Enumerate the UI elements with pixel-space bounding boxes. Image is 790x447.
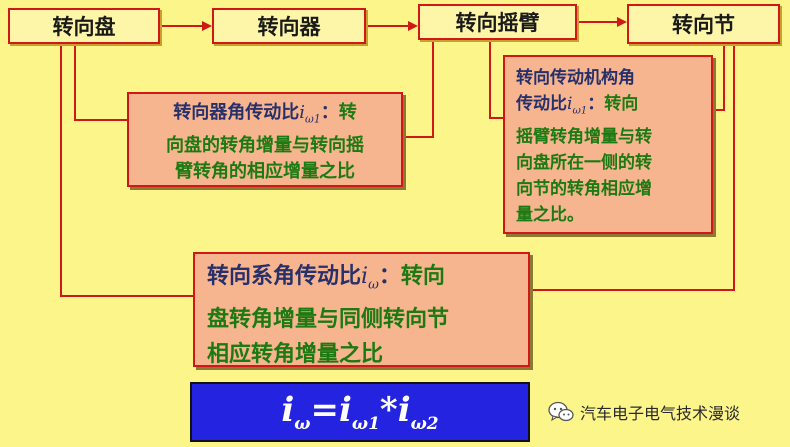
system-ratio-symbol: iω <box>361 264 379 293</box>
watermark: 汽车电子电气技术漫谈 <box>548 400 740 424</box>
gear-ratio-label: 转向器角传动比 <box>173 102 300 123</box>
linkage-ratio-symbol: iω1 <box>567 94 588 117</box>
gear-ratio-symbol: iω1 <box>299 102 321 126</box>
line-gear-ratio-left <box>74 44 127 121</box>
line-gear-ratio-right <box>403 40 434 138</box>
formula-box: iω=iω1*iω2 <box>190 382 530 442</box>
line-system-left <box>60 44 193 297</box>
gear-ratio-text-1: 转 <box>338 102 357 123</box>
line-system-right <box>530 44 735 291</box>
line-linkage-right <box>713 44 725 111</box>
wechat-icon <box>548 401 574 422</box>
box-pitman-arm: 转向摇臂 <box>418 4 577 40</box>
linkage-ratio-label-2: 传动比 <box>516 94 567 114</box>
linkage-ratio-box: 转向传动机构角 传动比iω1：转向 摇臂转角增量与转 向盘所在一侧的转 向节的转… <box>503 55 713 234</box>
system-ratio-colon: ： <box>378 264 401 289</box>
gear-ratio-box: 转向器角传动比iω1：转 向盘的转角增量与转向摇 臂转角的相应增量之比 <box>127 92 403 187</box>
system-ratio-box: 转向系角传动比iω：转向 盘转角增量与同侧转向节 相应转角增量之比 <box>193 252 530 367</box>
gear-ratio-text-3: 臂转角的相应增量之比 <box>175 160 355 182</box>
linkage-ratio-label-1: 转向传动机构角 <box>516 68 635 88</box>
gear-ratio-text-2: 向盘的转角增量与转向摇 <box>166 134 364 156</box>
box-steering-gear: 转向器 <box>212 8 366 44</box>
formula: iω=iω1*iω2 <box>281 390 439 434</box>
box-knuckle: 转向节 <box>627 4 780 44</box>
gear-ratio-colon: ： <box>320 102 339 123</box>
linkage-ratio-colon: ： <box>587 94 605 114</box>
box-steering-wheel: 转向盘 <box>8 8 160 44</box>
system-ratio-text-2: 盘转角增量与同侧转向节 <box>207 307 450 333</box>
system-ratio-text-1: 转向 <box>400 264 445 289</box>
system-ratio-text-3: 相应转角增量之比 <box>207 342 384 368</box>
line-linkage-left <box>489 40 503 119</box>
linkage-ratio-text-5: 量之比。 <box>516 205 584 226</box>
system-ratio-label: 转向系角传动比 <box>207 264 362 289</box>
linkage-ratio-text-4: 向节的转角相应增 <box>516 179 652 200</box>
linkage-ratio-text-2: 摇臂转角增量与转 <box>516 127 652 148</box>
linkage-ratio-text-3: 向盘所在一侧的转 <box>516 153 652 174</box>
watermark-text: 汽车电子电气技术漫谈 <box>580 404 741 423</box>
linkage-ratio-text-1: 转向 <box>604 94 639 114</box>
